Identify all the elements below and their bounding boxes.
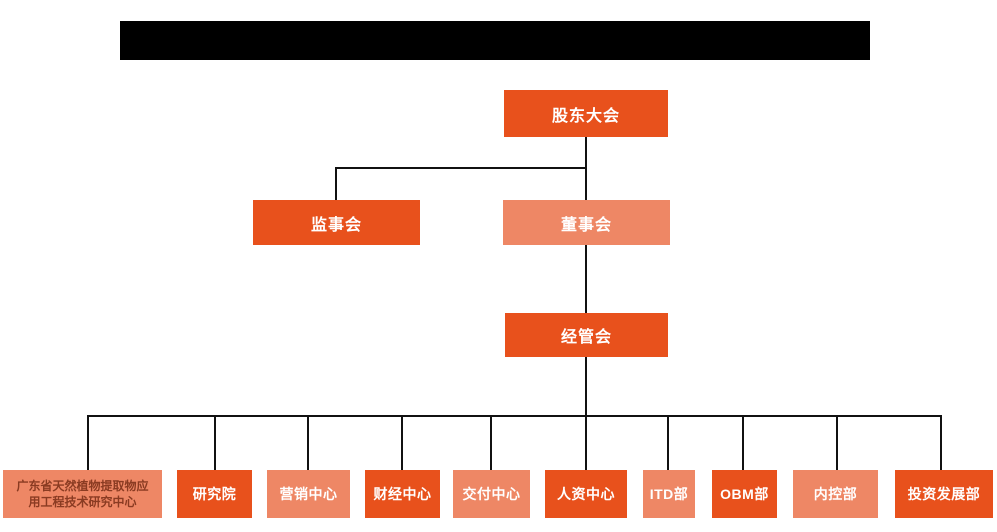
- connector-supervisory-drop: [335, 167, 337, 200]
- connector-drop-finance: [401, 415, 403, 470]
- node-management-committee: 经管会: [505, 313, 668, 357]
- node-dept-research-center: 广东省天然植物提取物应 用工程技术研究中心: [3, 470, 162, 518]
- node-board-of-directors: 董事会: [503, 200, 670, 245]
- node-label: OBM部: [720, 486, 769, 502]
- connector-drop-internal-control: [836, 415, 838, 470]
- connector-board-management: [585, 245, 587, 313]
- redacted-title-bar: [120, 21, 870, 60]
- node-dept-investment-development: 投资发展部: [895, 470, 993, 518]
- node-label: 营销中心: [279, 486, 338, 502]
- connector-drop-research-institute: [214, 415, 216, 470]
- node-label: 投资发展部: [907, 486, 981, 502]
- connector-departments-bus: [87, 415, 942, 417]
- node-label-line1: 广东省天然植物提取物应: [16, 478, 149, 493]
- node-dept-delivery-center: 交付中心: [453, 470, 530, 518]
- node-supervisory-board: 监事会: [253, 200, 420, 245]
- connector-drop-delivery: [490, 415, 492, 470]
- node-label: 研究院: [192, 486, 237, 502]
- connector-drop-hr: [585, 415, 587, 470]
- node-label: 交付中心: [462, 486, 521, 502]
- node-dept-finance-center: 财经中心: [365, 470, 440, 518]
- node-dept-hr-center: 人资中心: [545, 470, 627, 518]
- node-dept-obm: OBM部: [712, 470, 777, 518]
- connector-level2-horizontal: [335, 167, 587, 169]
- connector-drop-marketing: [307, 415, 309, 470]
- node-dept-marketing-center: 营销中心: [267, 470, 350, 518]
- connector-drop-investment: [940, 415, 942, 470]
- connector-management-bus: [585, 357, 587, 417]
- node-shareholders-meeting: 股东大会: [504, 90, 668, 137]
- node-dept-internal-control: 内控部: [793, 470, 878, 518]
- node-label-line2: 用工程技术研究中心: [28, 495, 137, 509]
- node-label: 监事会: [310, 216, 362, 234]
- connector-drop-obm: [742, 415, 744, 470]
- node-label: 股东大会: [551, 107, 620, 125]
- node-label: 内控部: [813, 486, 858, 502]
- node-label: 经管会: [560, 329, 612, 346]
- node-label: 财经中心: [373, 486, 432, 502]
- node-label: 人资中心: [557, 486, 615, 502]
- node-label: ITD部: [649, 486, 689, 502]
- node-dept-research-institute: 研究院: [177, 470, 252, 518]
- node-label: 董事会: [560, 216, 612, 234]
- connector-drop-itd: [667, 415, 669, 470]
- connector-drop-research-center: [87, 415, 89, 470]
- node-dept-itd: ITD部: [643, 470, 695, 518]
